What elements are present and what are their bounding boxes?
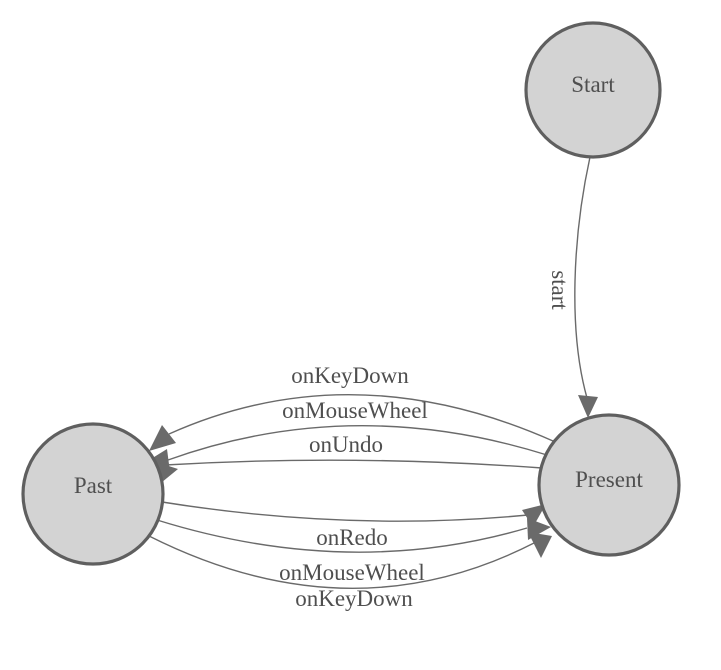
edge-label-start: start [547, 270, 572, 310]
arrowhead-start-to-present [578, 395, 598, 418]
arrowhead-past-top [149, 425, 176, 451]
node-start-label: Start [571, 72, 615, 97]
node-past-circle [21, 422, 165, 566]
arrowhead-present-top [522, 504, 546, 527]
node-present-label: Present [575, 467, 643, 492]
node-present-circle [537, 413, 681, 557]
edge-past-to-present-onkeydown [148, 535, 535, 590]
node-start-circle [524, 21, 662, 159]
edge-label-onkeydown-top: onKeyDown [291, 363, 409, 388]
edge-start-to-present [574, 156, 591, 399]
node-group: Start Past Present [21, 21, 681, 566]
edge-label-onredo: onRedo [316, 525, 388, 550]
edge-past-to-present-onredo [161, 501, 529, 522]
edge-label-onmousewheel-bottom: onMouseWheel [279, 560, 425, 585]
edge-label-onkeydown-bottom: onKeyDown [295, 586, 413, 611]
edge-label-onmousewheel-top: onMouseWheel [282, 398, 428, 423]
edge-past-to-present-onmousewheel [156, 519, 528, 553]
edge-group [148, 156, 591, 590]
edge-label-group: start onKeyDown onMouseWheel onUndo onRe… [279, 270, 572, 611]
edge-label-onundo: onUndo [309, 432, 383, 457]
arrowhead-present-bottom [528, 532, 552, 558]
edge-present-to-past-onkeydown [168, 393, 554, 442]
edge-present-to-past-onmousewheel [167, 425, 548, 461]
edge-present-to-past-onundo [164, 459, 543, 469]
node-past-label: Past [74, 473, 113, 498]
